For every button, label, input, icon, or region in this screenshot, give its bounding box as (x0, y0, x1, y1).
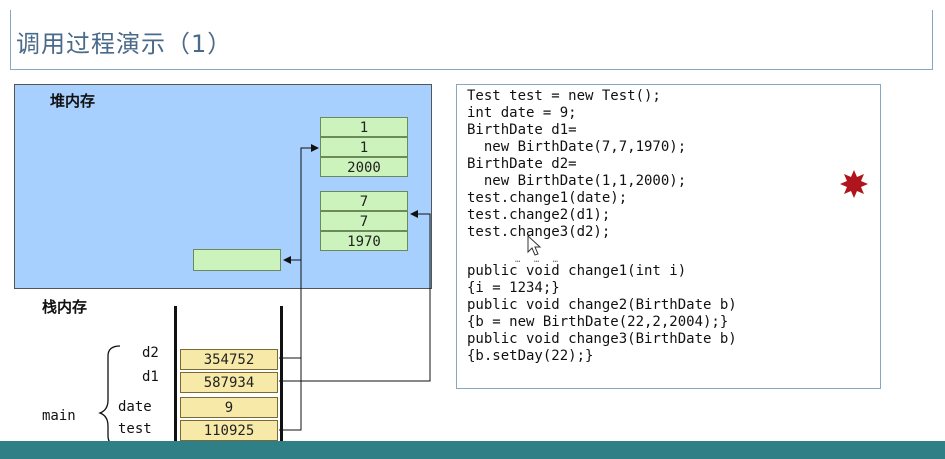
heap-d1-month: 7 (320, 211, 408, 231)
code-line-14: public void change3(BirthDate b) (467, 331, 737, 347)
main-frame-brace (98, 345, 121, 447)
heap-test-object (193, 249, 281, 271)
footer-bar (0, 441, 945, 459)
code-line-9: test.change3(d2); (467, 224, 611, 240)
heap-d2-year: 2000 (320, 157, 408, 177)
code-line-5: BirthDate d2= (467, 156, 577, 172)
stack-right-wall (280, 306, 283, 446)
code-line-10: public void change1(int i) (467, 263, 687, 279)
stack-frame-label: main (42, 408, 76, 424)
stack-d2-value: 354752 (180, 349, 278, 370)
code-line-1: Test test = new Test(); (467, 88, 661, 104)
stack-d1-label: d1 (142, 369, 159, 385)
heap-d1-year: 1970 (320, 231, 408, 251)
slide-title: 调用过程演示（1） (16, 30, 233, 58)
title-frame (10, 10, 933, 70)
code-line-6: new BirthDate(1,1,2000); (467, 173, 687, 189)
code-line-7: test.change1(date); (467, 190, 628, 206)
stack-test-value: 110925 (180, 420, 278, 441)
stack-left-wall (174, 306, 177, 446)
code-line-2: int date = 9; (467, 105, 577, 121)
stack-memory-label: 栈内存 (42, 298, 88, 316)
stack-test-label: test (118, 421, 152, 437)
heap-d1-day: 7 (320, 191, 408, 211)
stack-date-label: date (118, 399, 152, 415)
code-line-12: public void change2(BirthDate b) (467, 297, 737, 313)
code-line-13: {b = new BirthDate(22,2,2004);} (467, 314, 729, 330)
code-panel (456, 84, 881, 389)
heap-memory-label: 堆内存 (50, 92, 96, 110)
stack-d2-label: d2 (142, 345, 159, 361)
code-ellipsis: … … … (515, 255, 563, 265)
code-line-11: {i = 1234;} (467, 280, 560, 296)
heap-d2-month: 1 (320, 137, 408, 157)
stack-date-value: 9 (180, 397, 278, 418)
code-line-8: test.change2(d1); (467, 207, 611, 223)
code-line-15: {b.setDay(22);} (467, 348, 594, 364)
heap-d2-day: 1 (320, 117, 408, 137)
code-line-3: BirthDate d1= (467, 122, 577, 138)
code-line-4: new BirthDate(7,7,1970); (467, 139, 687, 155)
stack-d1-value: 587934 (180, 372, 278, 393)
